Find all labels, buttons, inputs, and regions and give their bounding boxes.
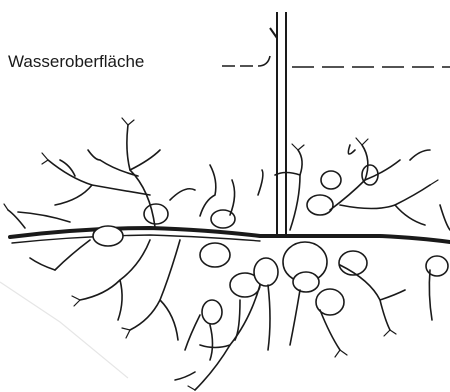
water-surface-line (222, 56, 450, 67)
plant-stem (270, 12, 286, 236)
root-tubers (93, 165, 448, 324)
lower-roots (30, 240, 432, 390)
water-surface-label: Wasseroberfläche (8, 52, 144, 71)
paper-edge (0, 282, 128, 378)
main-rhizome (10, 228, 450, 243)
